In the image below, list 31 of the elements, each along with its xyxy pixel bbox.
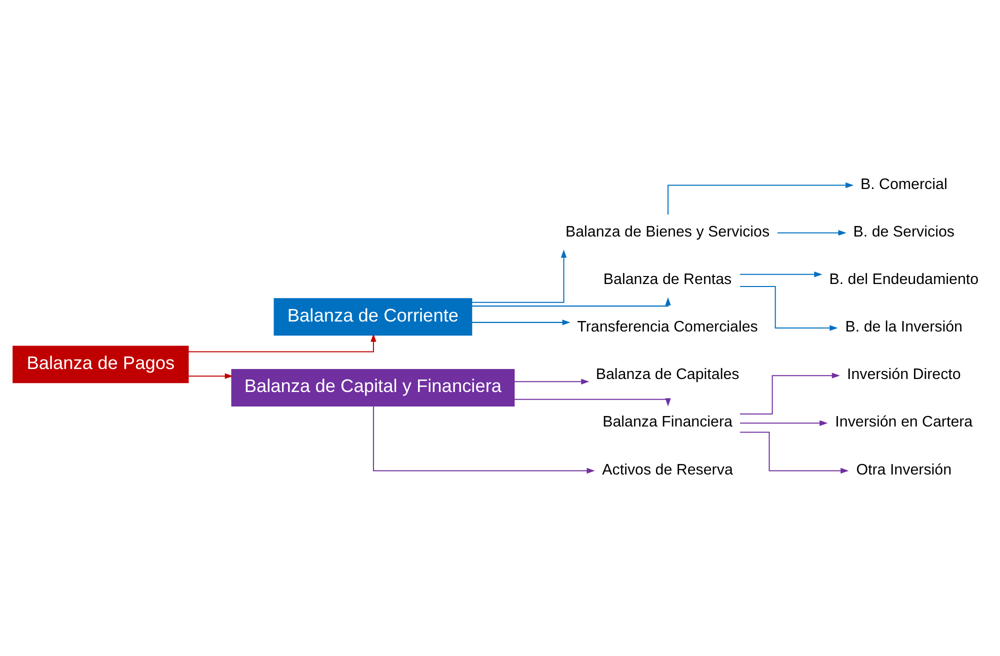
node-text: Balanza de Bienes y Servicios bbox=[565, 223, 770, 240]
arrow bbox=[740, 432, 849, 474]
arrow bbox=[740, 286, 838, 331]
arrow bbox=[188, 334, 376, 352]
node-text: Transferencia Comerciales bbox=[577, 318, 758, 336]
node-text: B. de la Inversión bbox=[845, 318, 963, 336]
node-text: B. Comercial bbox=[860, 176, 948, 193]
arrow bbox=[740, 372, 840, 415]
node-box: Balanza de Corriente bbox=[274, 298, 472, 336]
arrow bbox=[777, 230, 846, 236]
node-text: Otra Inversión bbox=[856, 461, 952, 478]
arrow bbox=[472, 320, 570, 326]
node-text: Balanza de Rentas bbox=[603, 270, 732, 288]
arrow bbox=[188, 373, 233, 379]
arrow bbox=[372, 406, 595, 474]
node-text: Balanza de Capitales bbox=[596, 366, 740, 384]
node-text: B. del Endeudamiento bbox=[829, 270, 979, 288]
arrow bbox=[514, 398, 671, 406]
node-text: Inversión Directo bbox=[846, 366, 961, 384]
node-text: Activos de Reserva bbox=[602, 461, 733, 478]
arrow bbox=[472, 297, 671, 307]
arrow bbox=[668, 182, 854, 215]
node-text: B. de Servicios bbox=[853, 223, 954, 240]
node-box: Balanza de Capital y Financiera bbox=[231, 369, 515, 406]
arrow bbox=[472, 250, 567, 303]
arrow bbox=[514, 378, 590, 384]
arrow bbox=[740, 272, 822, 278]
node-text: Balanza Financiera bbox=[602, 414, 732, 431]
node-text: Inversión en Cartera bbox=[835, 414, 973, 431]
node-box: Balanza de Pagos bbox=[12, 346, 189, 384]
arrow bbox=[740, 420, 828, 426]
